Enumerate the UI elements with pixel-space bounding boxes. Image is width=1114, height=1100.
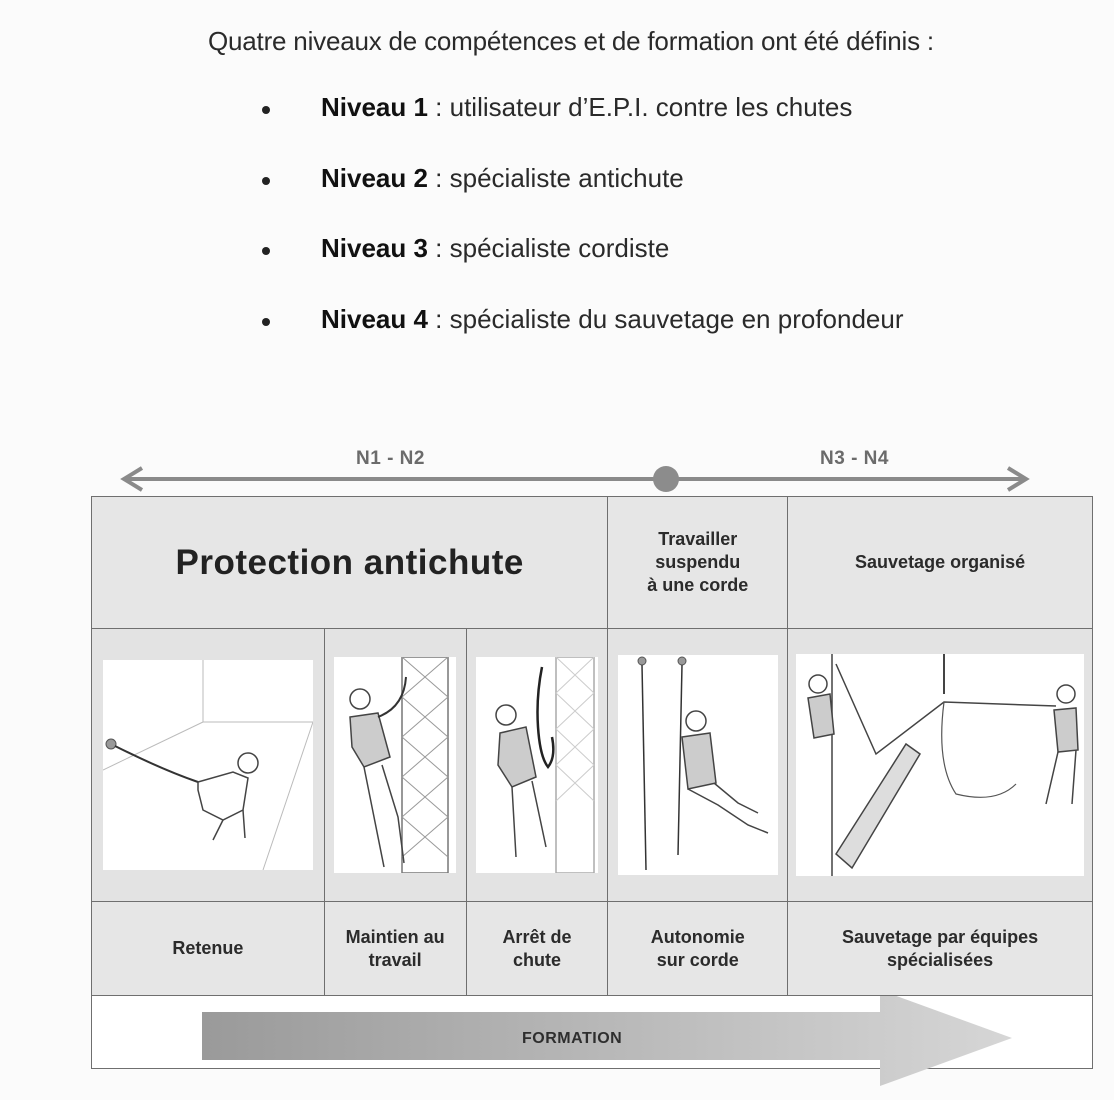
range-label-left: N1 - N2 — [356, 448, 425, 469]
header-suspendu-line: à une corde — [647, 575, 749, 595]
label-retenue: Retenue — [91, 901, 325, 996]
list-item: Niveau 1 : utilisateur d’E.P.I. contre l… — [262, 92, 904, 163]
header-sauvetage-title: Sauvetage organisé — [855, 552, 1026, 572]
header-suspendu-line: Travailler — [658, 529, 738, 549]
formation-arrow — [202, 996, 1012, 1086]
bullet-icon — [262, 176, 270, 185]
label-line: sur corde — [656, 949, 739, 970]
label-line: Arrêt de — [502, 926, 572, 947]
level-name: Niveau 4 — [321, 303, 428, 334]
image-cell-arret — [465, 628, 609, 902]
header-protection: Protection antichute — [90, 496, 609, 629]
label-line: Sauvetage par équipes — [842, 926, 1039, 947]
sauvetage-illustration — [796, 654, 1085, 876]
levels-list: Niveau 1 : utilisateur d’E.P.I. contre l… — [262, 92, 904, 374]
level-desc: : spécialiste antichute — [427, 162, 684, 193]
image-cell-sauvetage — [787, 628, 1093, 902]
retenue-illustration — [102, 660, 313, 870]
formation-label: FORMATION — [522, 1030, 623, 1047]
autonomie-corde-illustration — [617, 655, 778, 875]
level-desc: : spécialiste du sauvetage en profondeur — [427, 303, 904, 334]
competence-table: Protection antichute Travailler suspendu à… — [90, 496, 1093, 1086]
range-midpoint-dot — [653, 466, 679, 492]
label-line: chute — [512, 949, 561, 970]
level-desc: : utilisateur d’E.P.I. contre les chutes — [427, 92, 853, 122]
intro-text: Quatre niveaux de compétences et de form… — [208, 26, 934, 56]
arret-chute-illustration — [475, 657, 598, 873]
level-name: Niveau 3 — [321, 233, 428, 263]
maintien-illustration — [334, 657, 457, 873]
header-suspendu-line: suspendu — [655, 552, 741, 572]
formation-cell: FORMATION — [91, 995, 1093, 1086]
level-name: Niveau 1 — [321, 92, 428, 122]
label-line: Autonomie — [650, 926, 745, 947]
list-item: Niveau 2 : spécialiste antichute — [262, 163, 904, 234]
list-item: Niveau 4 : spécialiste du sauvetage en p… — [262, 304, 904, 375]
header-sauvetage: Sauvetage organisé — [787, 496, 1093, 629]
bullet-icon — [262, 106, 270, 114]
range-label-right: N3 - N4 — [820, 448, 889, 469]
label-line: Maintien au — [345, 926, 445, 947]
list-item: Niveau 3 : spécialiste cordiste — [262, 233, 904, 304]
bullet-icon — [262, 317, 270, 326]
image-cell-autonomie — [607, 628, 789, 902]
level-name: Niveau 2 — [321, 162, 428, 193]
label-line: spécialisées — [887, 949, 994, 970]
label-retenue-text: Retenue — [172, 938, 244, 958]
image-cell-maintien — [323, 628, 467, 902]
bullet-icon — [262, 247, 270, 255]
header-suspendu: Travailler suspendu à une corde — [607, 496, 789, 629]
header-protection-title: Protection antichute — [175, 542, 524, 582]
range-arrow — [118, 444, 1032, 494]
image-cell-retenue — [91, 628, 325, 902]
label-line: travail — [368, 949, 422, 970]
level-desc: : spécialiste cordiste — [427, 233, 670, 263]
